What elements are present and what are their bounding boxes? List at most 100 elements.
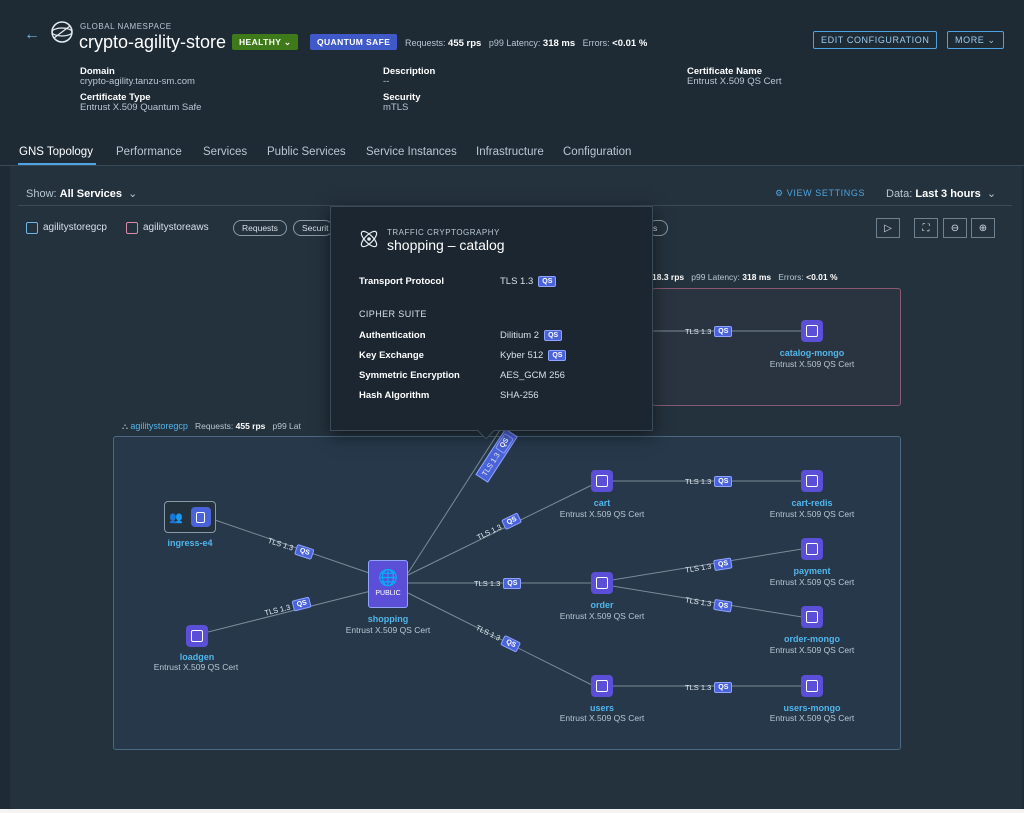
show-label: Show: [26,188,57,200]
play-icon[interactable]: ▷ [876,218,900,238]
users-node[interactable] [591,675,613,697]
tab-gns-topology[interactable]: GNS Topology [19,146,93,158]
loadgen-label: loadgen [179,652,215,662]
back-arrow-icon[interactable]: ← [24,26,40,43]
security-value: mTLS [383,102,409,113]
cert-type-label: Certificate Type [80,92,151,103]
edge-order-payment [611,548,803,581]
edge-shopping-catalog [407,429,501,574]
cert-type-value: Entrust X.509 Quantum Safe [80,102,202,113]
domain-value: crypto-agility.tanzu-sm.com [80,76,195,87]
payment-cert: Entrust X.509 QS Cert [769,577,855,587]
gear-icon: ⚙ [775,188,784,198]
cart-redis-node[interactable] [801,470,823,492]
gcp-group-name: agilitystoregcp [130,421,188,431]
description-label: Description [383,66,436,77]
edge-tls-label: TLS 1.3 [685,683,712,692]
security-label: Security [383,92,421,103]
cluster-icon: ⛬ [122,421,128,431]
cert-name-label: Certificate Name [687,66,762,77]
edge-shopping-users [407,592,593,686]
aws-errors-value: <0.01 % [806,272,838,282]
show-filter[interactable]: Show: All Services ⌄ [26,187,137,200]
aws-latency-value: 318 ms [742,272,772,282]
order-mongo-node[interactable] [801,606,823,628]
aws-group-stats: 18.3 rps p99 Latency: 318 ms Errors: <0.… [652,272,838,282]
sym-label: Symmetric Encryption [359,370,460,381]
page-title: crypto-agility-store [79,32,227,52]
edge-ingress-shopping [214,519,376,576]
ingress-node[interactable]: 👥 [164,501,216,533]
description-value: -- [383,76,390,87]
cart-cert: Entrust X.509 QS Cert [559,509,645,519]
hash-label: Hash Algorithm [359,390,430,401]
aws-requests-value: 18.3 rps [652,272,685,282]
healthy-badge[interactable]: HEALTHY ⌄ [232,34,299,50]
globe-icon: 🌐 [378,570,398,587]
order-label: order [590,600,614,610]
order-node[interactable] [591,572,613,594]
healthy-badge-label: HEALTHY [239,37,282,47]
latency-label: p99 Latency: [488,38,541,48]
catalog-mongo-label: catalog-mongo [779,348,845,358]
tab-performance[interactable]: Performance [116,146,182,158]
edge-loadgen-shopping [207,589,376,633]
sym-value: AES_GCM 256 [500,370,565,381]
payment-node[interactable] [801,538,823,560]
qs-badge: QS [503,578,522,589]
fit-screen-icon[interactable]: ⛶ [914,218,938,238]
tab-infrastructure[interactable]: Infrastructure [476,146,544,158]
edge-tls-label: TLS 1.3 [474,579,501,588]
data-range-select[interactable]: Data: Last 3 hours ⌄ [886,187,996,200]
loadgen-cert: Entrust X.509 QS Cert [153,662,239,672]
edit-configuration-button[interactable]: EDIT CONFIGURATION [813,31,938,49]
zoom-out-icon[interactable]: ⊖ [943,218,967,238]
public-tag: PUBLIC [375,590,401,597]
order-mongo-cert: Entrust X.509 QS Cert [769,645,855,655]
users-mongo-node[interactable] [801,675,823,697]
tab-service-instances[interactable]: Service Instances [366,146,457,158]
edge-order-mongo [611,585,803,618]
catalog-mongo-node[interactable] [801,320,823,342]
cart-node[interactable] [591,470,613,492]
edge-shopping-cart [407,484,593,576]
shopping-cert: Entrust X.509 QS Cert [345,625,431,635]
errors-label: Errors: [582,38,610,48]
loadgen-node[interactable] [186,625,208,647]
order-cert: Entrust X.509 QS Cert [559,611,645,621]
auth-label: Authentication [359,330,426,341]
service-cube-icon [596,577,608,589]
qs-badge: QS [538,276,557,287]
cluster-aws-checkbox[interactable] [126,222,138,234]
zoom-in-icon[interactable]: ⊕ [971,218,995,238]
gcp-requests-label: Requests: [194,421,234,431]
tab-public-services[interactable]: Public Services [267,146,346,158]
chevron-down-icon: ⌄ [987,35,996,45]
tab-services[interactable]: Services [203,146,248,158]
more-button[interactable]: MORE ⌄ [947,31,1004,49]
latency-value: 318 ms [542,38,576,49]
chevron-down-icon: ⌄ [983,188,997,200]
requests-pill[interactable]: Requests [233,220,287,236]
global-namespace-icon [50,20,74,44]
cluster-gcp-checkbox[interactable] [26,222,38,234]
popover-title: shopping – catalog [387,237,505,253]
tab-configuration[interactable]: Configuration [563,146,632,158]
qs-badge: QS [548,350,567,361]
hash-value: SHA-256 [500,390,539,401]
cluster-gcp-label: agilitystoregcp [43,222,107,233]
service-cube-icon [806,543,818,555]
traffic-cryptography-popover: TRAFFIC CRYPTOGRAPHY shopping – catalog … [330,206,653,431]
data-label: Data: [886,188,913,200]
service-cube-icon [596,680,608,692]
gateway-icon [190,507,211,527]
shopping-node[interactable]: 🌐 PUBLIC [368,560,408,608]
view-settings-link[interactable]: ⚙ VIEW SETTINGS [775,188,865,199]
cart-redis-cert: Entrust X.509 QS Cert [769,509,855,519]
